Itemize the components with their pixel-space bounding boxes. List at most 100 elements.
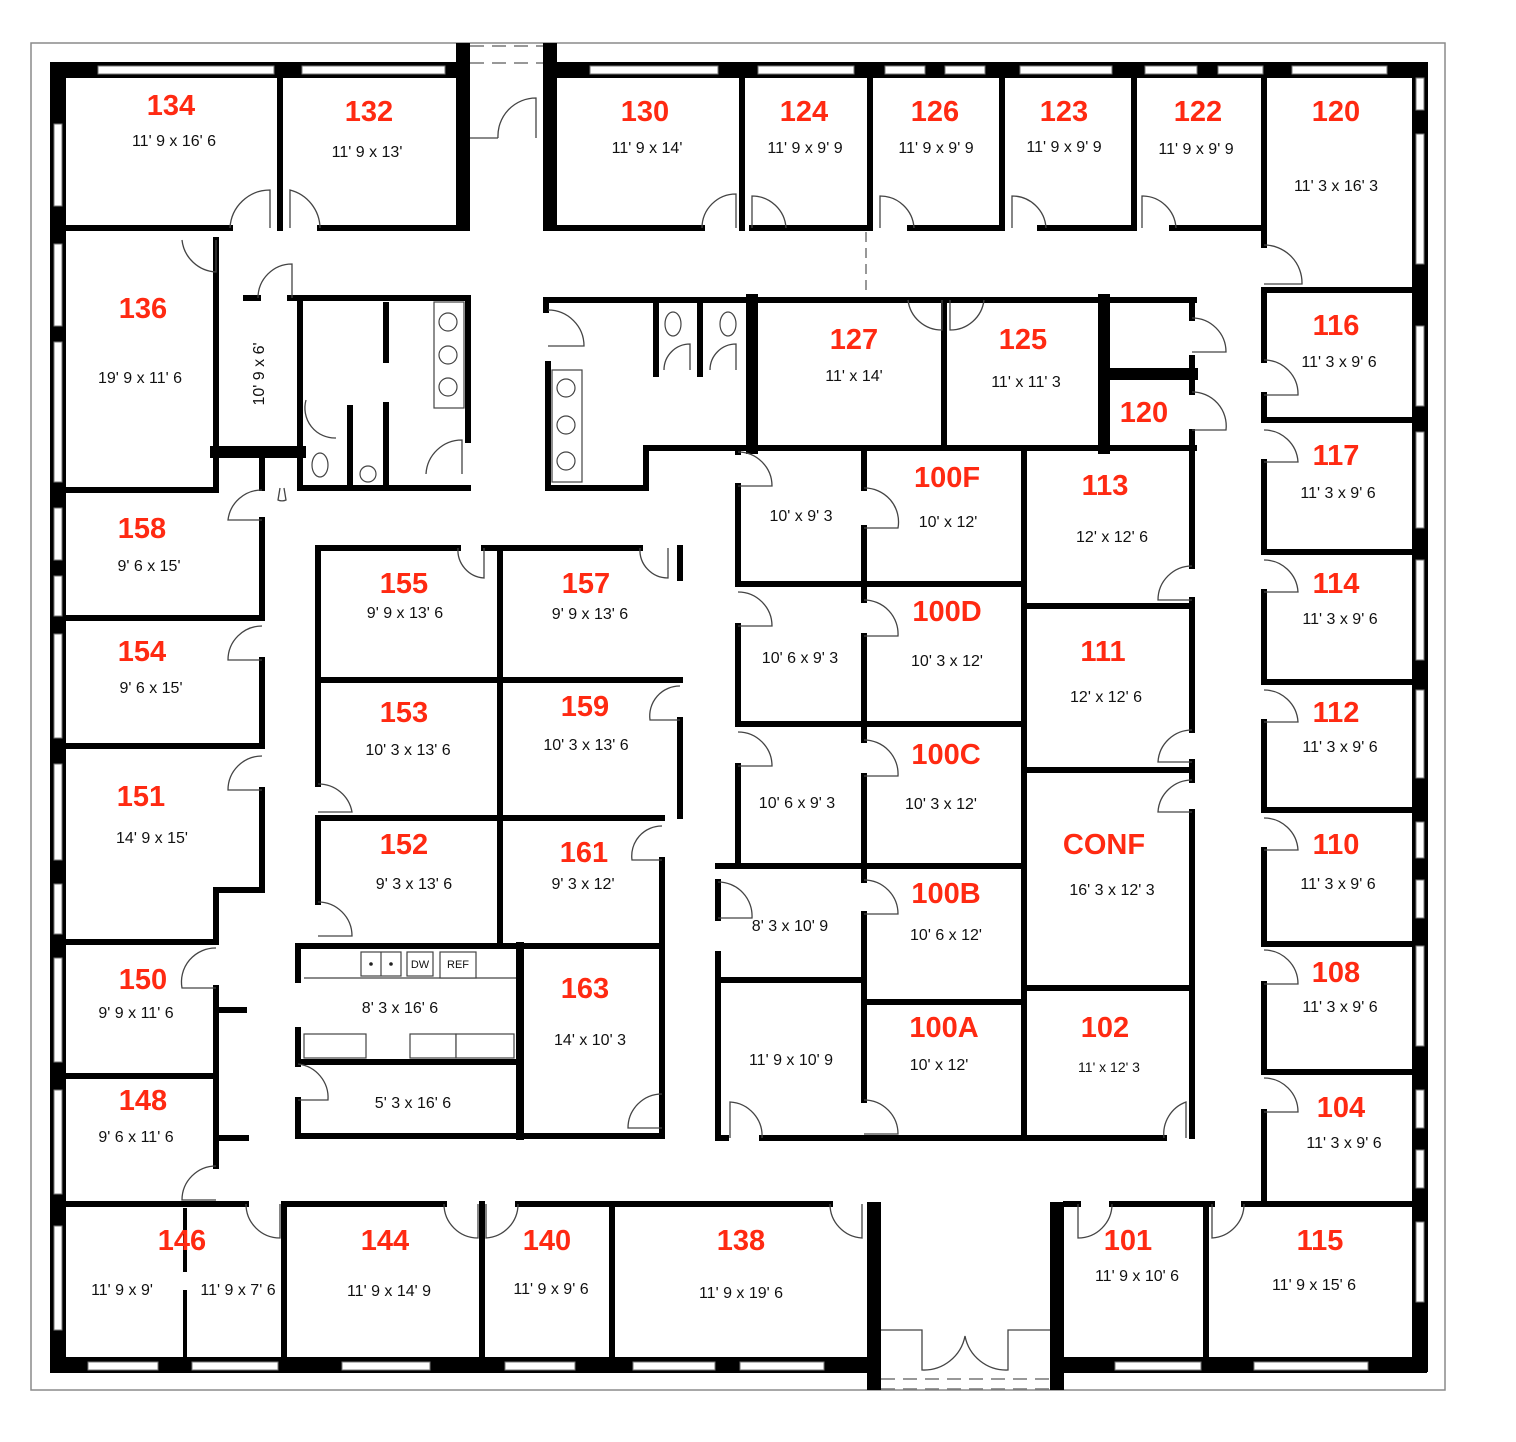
interior-walls	[63, 75, 1415, 1360]
room-151[interactable]: 151 14' 9 x 15'	[66, 749, 262, 942]
svg-text:108: 108	[1312, 957, 1360, 989]
room-155[interactable]: 155 9' 9 x 13' 6	[321, 551, 500, 680]
room-102[interactable]: 102 11' x 12' 3	[1027, 991, 1192, 1138]
sink-icon	[438, 312, 458, 332]
svg-text:122: 122	[1174, 96, 1222, 128]
svg-text:11' 9 x 9': 11' 9 x 9'	[91, 1282, 153, 1299]
svg-text:11' 3 x 9' 6: 11' 3 x 9' 6	[1302, 611, 1377, 628]
room-104[interactable]: 104 11' 3 x 9' 6	[1267, 1075, 1412, 1204]
svg-text:159: 159	[561, 691, 609, 723]
urinal-icon	[359, 465, 377, 483]
room-130[interactable]: 130 11' 9 x 14'	[557, 78, 742, 228]
room-157[interactable]: 157 9' 9 x 13' 6	[503, 551, 680, 680]
counter-lower	[455, 1033, 515, 1059]
room-125[interactable]: 125 11' x 11' 3	[947, 303, 1104, 448]
sink-icon	[556, 378, 576, 398]
room-112[interactable]: 112 11' 3 x 9' 6	[1267, 685, 1412, 810]
room-113[interactable]: 113 12' x 12' 6	[1027, 451, 1192, 606]
room-126[interactable]: 126 11' 9 x 9' 9	[873, 78, 1002, 228]
sheet-border	[30, 42, 1446, 1391]
svg-text:12' x 12' 6: 12' x 12' 6	[1070, 689, 1142, 706]
room-100C[interactable]: 100C 10' 3 x 12'	[867, 727, 1024, 866]
room-161[interactable]: 161 9' 3 x 12'	[503, 821, 662, 946]
svg-text:10' 3 x 12': 10' 3 x 12'	[905, 796, 977, 813]
room-146[interactable]: 146 11' 9 x 9' 11' 9 x 7' 6	[66, 1207, 284, 1357]
room-120-corner[interactable]: 120 11' 3 x 16' 3	[1267, 78, 1412, 290]
room-116[interactable]: 116 11' 3 x 9' 6	[1267, 293, 1412, 420]
svg-text:9' 9 x 11' 6: 9' 9 x 11' 6	[98, 1005, 173, 1022]
room-100B[interactable]: 100B 10' 6 x 12'	[867, 869, 1024, 1002]
room-labels: 134 11' 9 x 16' 6 132 11' 9 x 13' 130 11…	[66, 78, 1412, 1357]
room-closet-136[interactable]: 10' 9 x 6'	[219, 301, 300, 452]
svg-text:100F: 100F	[914, 462, 980, 494]
svg-text:134: 134	[147, 90, 195, 122]
room-storage[interactable]: 5' 3 x 16' 6	[301, 1065, 517, 1136]
room-unnamed-2[interactable]: 10' 6 x 9' 3	[741, 587, 864, 724]
refrigerator-label: REF	[447, 959, 469, 971]
room-unnamed-5[interactable]: 11' 9 x 10' 9	[721, 983, 862, 1138]
svg-text:12' x 12' 6: 12' x 12' 6	[1076, 529, 1148, 546]
room-154[interactable]: 154 9' 6 x 15'	[66, 621, 262, 746]
svg-text:123: 123	[1040, 96, 1088, 128]
svg-text:9' 3 x 13' 6: 9' 3 x 13' 6	[376, 876, 452, 893]
room-110[interactable]: 110 11' 3 x 9' 6	[1267, 813, 1412, 944]
room-122[interactable]: 122 11' 9 x 9' 9	[1137, 78, 1264, 228]
room-unnamed-3[interactable]: 10' 6 x 9' 3	[741, 727, 864, 866]
room-unnamed-1[interactable]: 10' x 9' 3	[741, 451, 864, 584]
room-159[interactable]: 159 10' 3 x 13' 6	[503, 683, 680, 818]
sink-icon	[438, 377, 458, 397]
room-148[interactable]: 148 9' 6 x 11' 6	[66, 1079, 216, 1204]
room-163[interactable]: 163 14' x 10' 3	[523, 949, 662, 1136]
svg-text:10' x 9' 3: 10' x 9' 3	[769, 508, 832, 525]
svg-text:104: 104	[1317, 1092, 1365, 1124]
svg-text:11' 3 x 9' 6: 11' 3 x 9' 6	[1302, 999, 1377, 1016]
room-132[interactable]: 132 11' 9 x 13'	[283, 78, 456, 228]
room-120-inner[interactable]: 120	[1110, 380, 1192, 448]
sink-icon	[556, 415, 576, 435]
room-114[interactable]: 114 11' 3 x 9' 6	[1267, 555, 1412, 682]
svg-text:11' 9 x 7' 6: 11' 9 x 7' 6	[200, 1282, 275, 1299]
room-138[interactable]: 138 11' 9 x 19' 6	[615, 1207, 867, 1357]
room-unnamed-4[interactable]: 8' 3 x 10' 9	[721, 869, 862, 980]
room-140[interactable]: 140 11' 9 x 9' 6	[485, 1207, 612, 1357]
room-100A[interactable]: 100A 10' x 12'	[867, 1005, 1024, 1138]
room-158[interactable]: 158 9' 6 x 15'	[66, 493, 262, 618]
svg-text:126: 126	[911, 96, 959, 128]
room-CONF[interactable]: CONF 16' 3 x 12' 3	[1027, 773, 1192, 988]
svg-text:11' 9 x 19' 6: 11' 9 x 19' 6	[699, 1285, 783, 1302]
room-111[interactable]: 111 12' x 12' 6	[1027, 609, 1192, 770]
svg-text:10' 6 x 12': 10' 6 x 12'	[910, 927, 982, 944]
svg-text:11' 3 x 9' 6: 11' 3 x 9' 6	[1300, 485, 1375, 502]
room-150[interactable]: 150 9' 9 x 11' 6	[66, 945, 216, 1076]
room-152[interactable]: 152 9' 3 x 13' 6	[321, 821, 500, 946]
room-100F[interactable]: 100F 10' x 12'	[867, 451, 1024, 584]
svg-text:163: 163	[561, 973, 609, 1005]
room-101[interactable]: 101 11' 9 x 10' 6	[1064, 1207, 1206, 1357]
room-134[interactable]: 134 11' 9 x 16' 6	[66, 78, 280, 228]
svg-text:11' 9 x 9' 9: 11' 9 x 9' 9	[1026, 139, 1101, 156]
room-136[interactable]: 136 19' 9 x 11' 6	[66, 231, 216, 490]
svg-text:10' 6 x 9' 3: 10' 6 x 9' 3	[759, 795, 835, 812]
refrigerator-icon	[439, 951, 477, 979]
svg-text:151: 151	[117, 781, 165, 813]
room-124[interactable]: 124 11' 9 x 9' 9	[745, 78, 870, 228]
room-kitchen[interactable]: 8' 3 x 16' 6	[301, 949, 517, 1060]
room-127[interactable]: 127 11' x 14'	[758, 303, 944, 448]
room-117[interactable]: 117 11' 3 x 9' 6	[1267, 423, 1412, 552]
room-153[interactable]: 153 10' 3 x 13' 6	[321, 683, 500, 818]
svg-text:14' x 10' 3: 14' x 10' 3	[554, 1032, 626, 1049]
svg-text:120: 120	[1120, 397, 1168, 429]
room-100D[interactable]: 100D 10' 3 x 12'	[867, 587, 1024, 724]
svg-text:100C: 100C	[911, 739, 980, 771]
svg-text:5' 3 x 16' 6: 5' 3 x 16' 6	[375, 1095, 451, 1112]
svg-text:10' x 12': 10' x 12'	[919, 514, 978, 531]
room-123[interactable]: 123 11' 9 x 9' 9	[1005, 78, 1134, 228]
svg-text:125: 125	[999, 324, 1047, 356]
svg-text:11' 9 x 14': 11' 9 x 14'	[612, 140, 683, 157]
room-144[interactable]: 144 11' 9 x 14' 9	[287, 1207, 482, 1357]
svg-text:130: 130	[621, 96, 669, 128]
room-115[interactable]: 115 11' 9 x 15' 6	[1209, 1207, 1412, 1357]
svg-text:161: 161	[560, 837, 608, 869]
room-108[interactable]: 108 11' 3 x 9' 6	[1267, 947, 1412, 1072]
